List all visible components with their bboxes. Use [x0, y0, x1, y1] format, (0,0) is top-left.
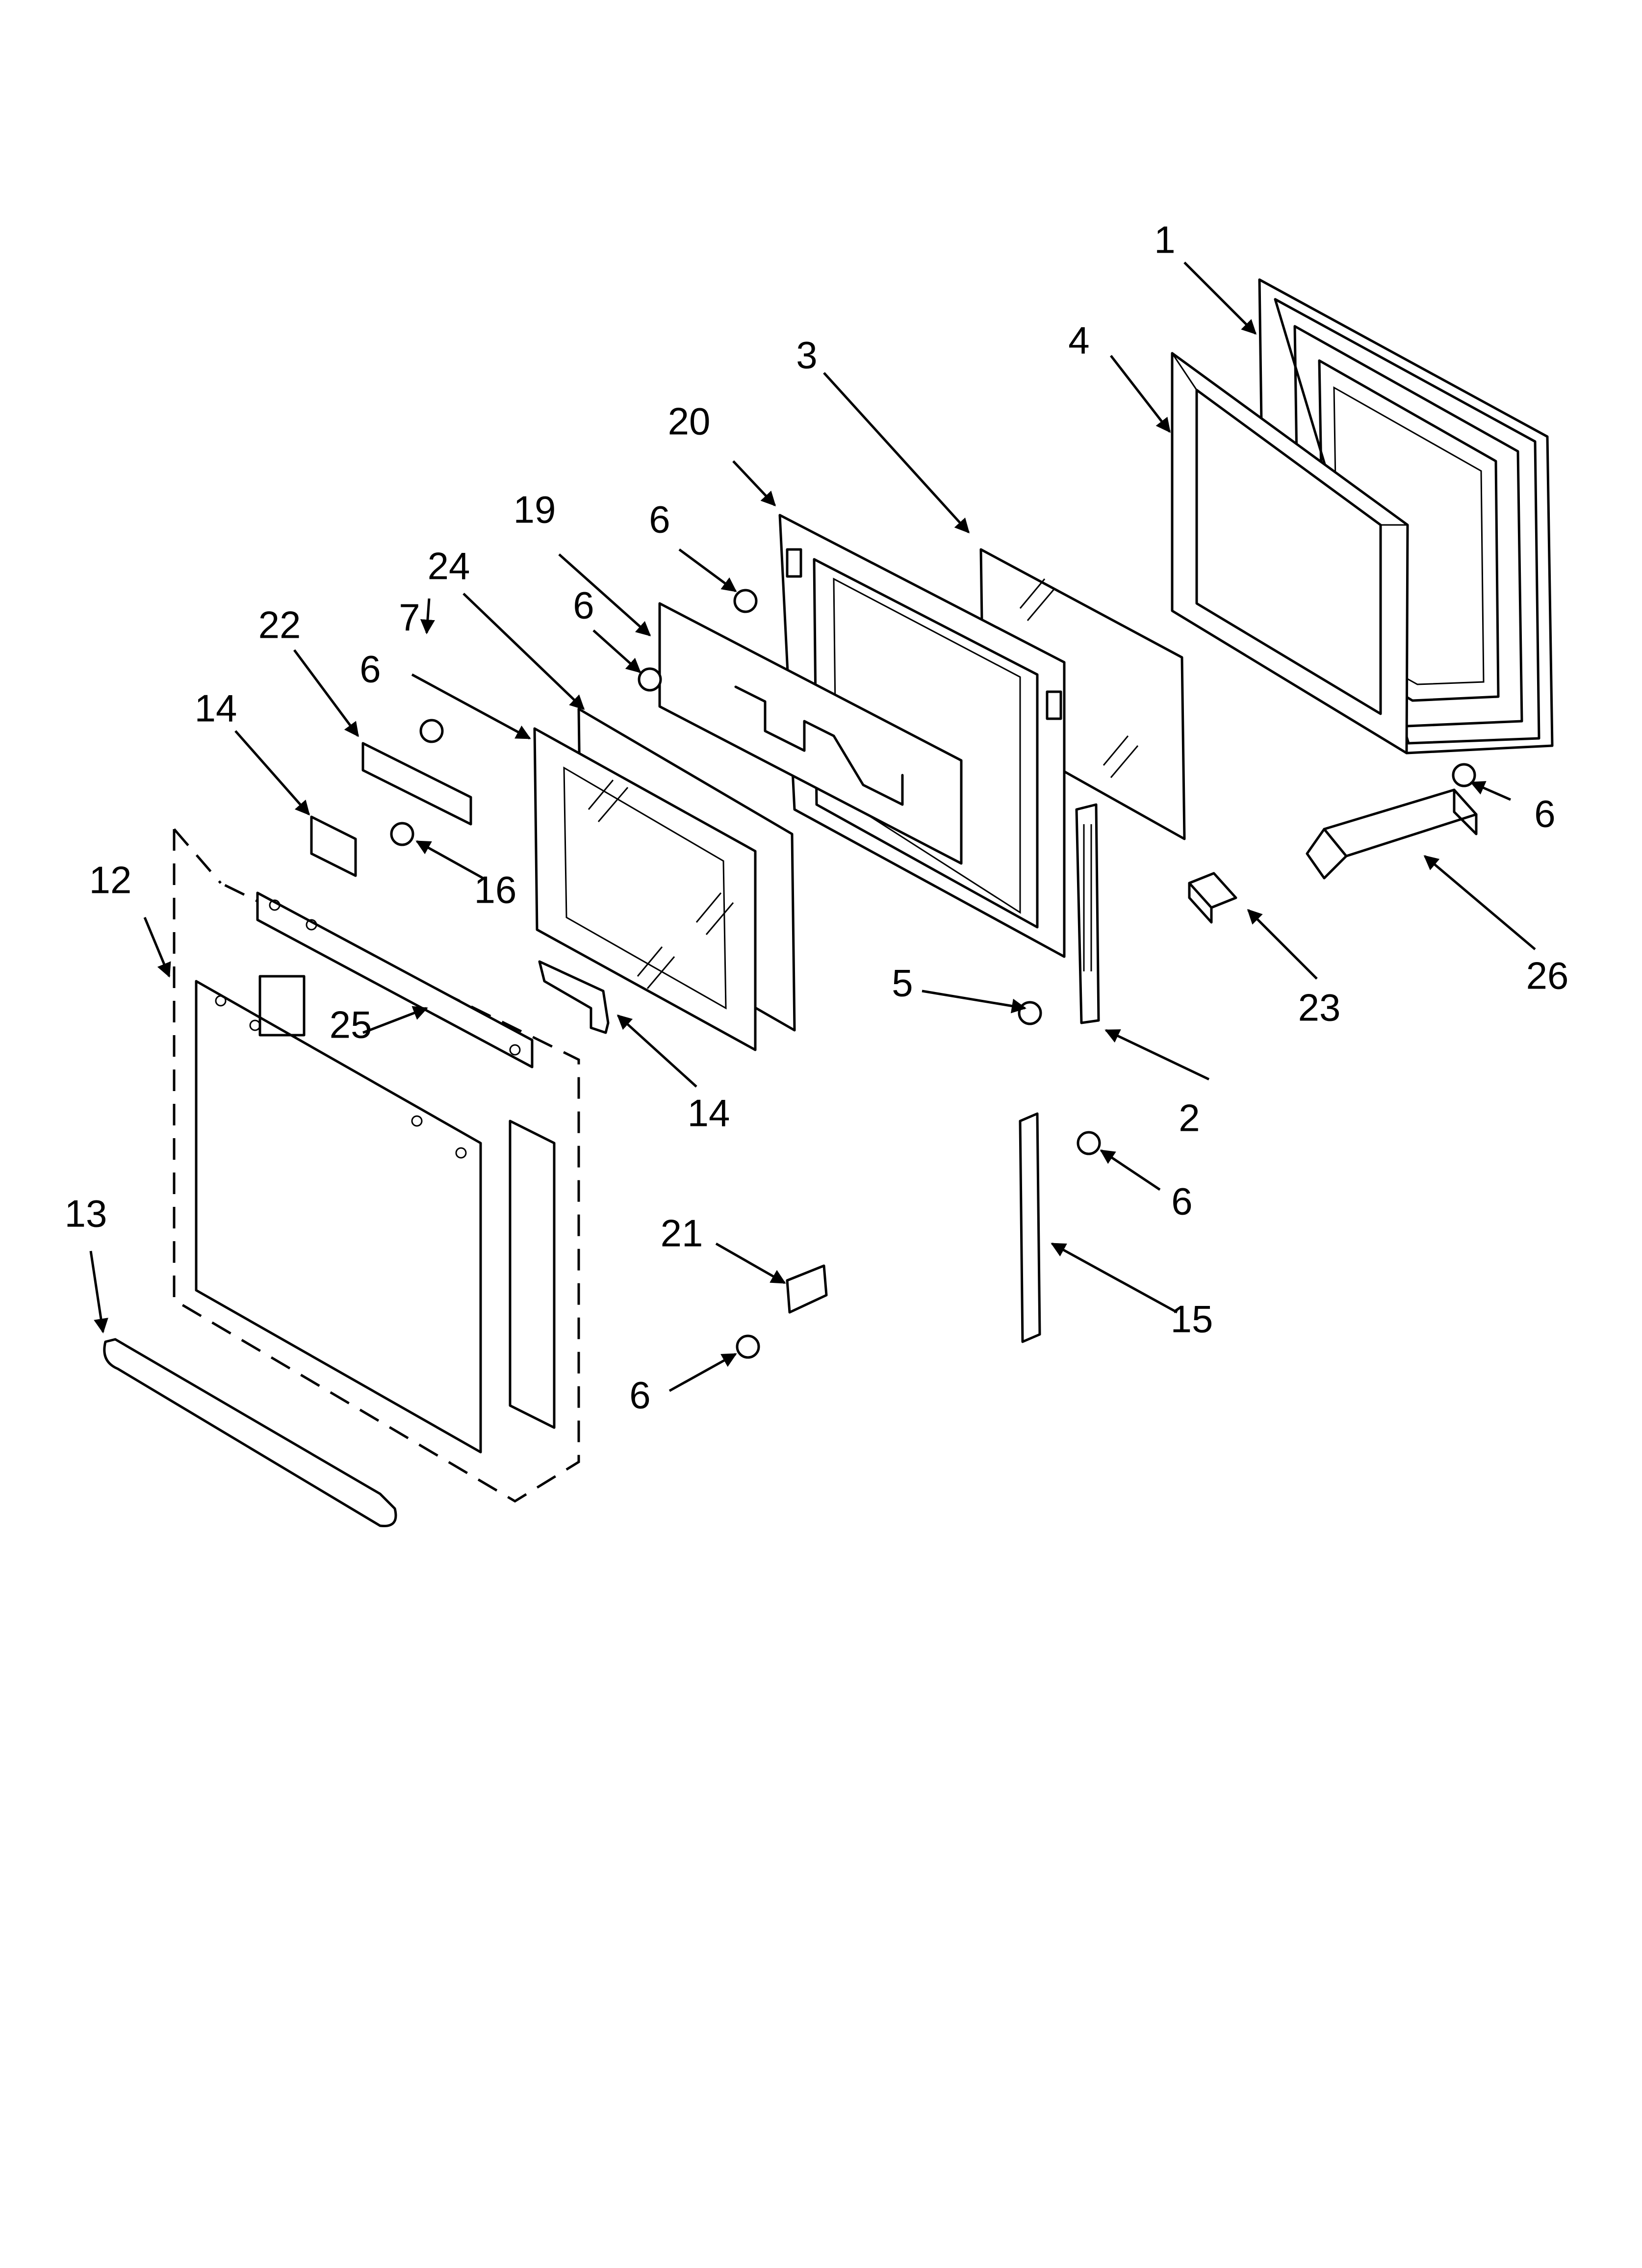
- callout-14-right: 14: [688, 1092, 730, 1135]
- callout-3: 3: [796, 334, 817, 377]
- part-23-block: [1188, 872, 1237, 924]
- callout-6-top: 6: [649, 498, 670, 541]
- outer-door-panel: [195, 975, 482, 1454]
- callout-6-bottom: 6: [629, 1374, 650, 1417]
- part-26-bracket: [1306, 788, 1478, 880]
- callout-22: 22: [258, 603, 301, 647]
- part-15-rod: [1019, 1112, 1041, 1343]
- callout-14-left: 14: [195, 687, 237, 730]
- callout-2: 2: [1179, 1096, 1200, 1140]
- part-7-outer-glass: [533, 727, 757, 1051]
- callout-6-left: 6: [359, 648, 381, 691]
- callout-13: 13: [65, 1192, 107, 1235]
- side-trim-strip: [509, 1120, 556, 1429]
- callout-19: 19: [513, 488, 556, 531]
- callout-24: 24: [428, 545, 470, 588]
- part-14-hinge-bracket-left: [310, 815, 357, 877]
- leader-lines: [89, 261, 1536, 1392]
- callout-6-mid: 6: [573, 584, 594, 627]
- screws: [390, 589, 1476, 1359]
- callout-16: 16: [474, 868, 517, 912]
- callout-25: 25: [330, 1003, 372, 1046]
- callout-1: 1: [1154, 218, 1175, 261]
- part-13-handle: [103, 1338, 397, 1528]
- part-21-bracket: [786, 1264, 828, 1314]
- part-2-hinge: [1075, 803, 1100, 1024]
- callout-12: 12: [89, 859, 132, 902]
- part-4-gasket-frame: [1171, 352, 1409, 755]
- callout-26: 26: [1526, 954, 1569, 997]
- callout-6-right-bottom: 6: [1171, 1180, 1192, 1223]
- callout-labels: 1 4 3 20 6 19 24 6 7 22 6 14 16 12 25 14…: [65, 218, 1569, 1417]
- part-14-hinge-bracket-right: [538, 960, 610, 1034]
- callout-23: 23: [1298, 986, 1341, 1029]
- callout-5: 5: [892, 962, 913, 1005]
- callout-7: 7: [399, 596, 420, 639]
- callout-4: 4: [1068, 319, 1089, 362]
- part-12-outer-door-assembly: [173, 828, 580, 1503]
- part-22-plate: [361, 742, 472, 826]
- part-19-shield: [658, 602, 963, 865]
- callout-20: 20: [668, 400, 711, 443]
- callout-6-right-top: 6: [1534, 792, 1555, 835]
- part-25-trim-strip: [256, 891, 534, 1069]
- callout-21: 21: [661, 1212, 703, 1255]
- callout-15: 15: [1171, 1298, 1213, 1341]
